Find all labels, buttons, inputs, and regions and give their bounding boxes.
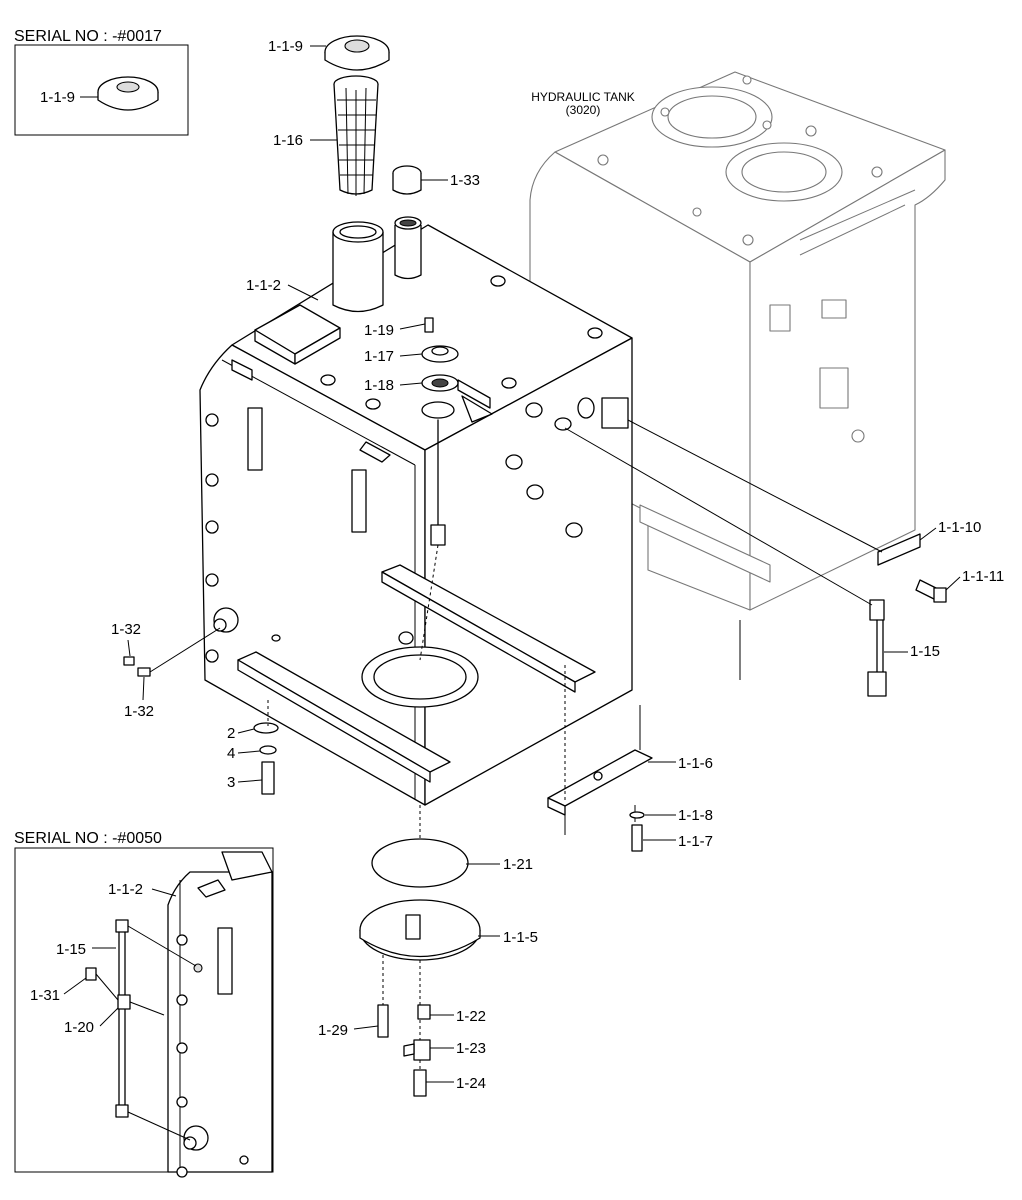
label-1-1-10: 1-1-10 bbox=[938, 519, 981, 536]
label-1-16: 1-16 bbox=[273, 132, 303, 149]
label-1-32-bottom: 1-32 bbox=[124, 703, 154, 720]
label-1-24: 1-24 bbox=[456, 1075, 486, 1092]
breather bbox=[392, 165, 422, 280]
inset-top: SERIAL NO : -#0017 1-1-9 bbox=[14, 28, 189, 136]
label-1-15: 1-15 bbox=[910, 643, 940, 660]
strainer bbox=[333, 75, 379, 196]
label-1-19: 1-19 bbox=[364, 322, 394, 339]
label-1-1-9: 1-1-9 bbox=[268, 38, 303, 55]
label-1-33: 1-33 bbox=[450, 172, 480, 189]
inset-bottom-label-1-15: 1-15 bbox=[56, 941, 86, 958]
side-fittings bbox=[554, 397, 947, 697]
label-1-1-6: 1-1-6 bbox=[678, 755, 713, 772]
label-3: 3 bbox=[227, 774, 235, 791]
label-1-32-top: 1-32 bbox=[111, 621, 141, 638]
label-1-23: 1-23 bbox=[456, 1040, 486, 1057]
label-1-1-5: 1-1-5 bbox=[503, 929, 538, 946]
gauge-fittings bbox=[421, 317, 459, 419]
label-2: 2 bbox=[227, 725, 235, 742]
inset-top-serial: SERIAL NO : -#0017 bbox=[14, 28, 162, 45]
part-callouts: 1-1-9 1-16 1-33 1-1-2 1-19 1-17 1-18 1-1… bbox=[111, 38, 1004, 1092]
bottom-parts bbox=[123, 544, 741, 1097]
inset-bottom: SERIAL NO : -#0050 1-1-2 1-15 1-31 1-20 bbox=[14, 830, 274, 1178]
hydraulic-tank-name: HYDRAULIC TANK bbox=[531, 90, 635, 104]
hydraulic-tank-outline bbox=[529, 71, 946, 611]
filler-cap bbox=[324, 35, 390, 71]
inset-bottom-label-1-1-2: 1-1-2 bbox=[108, 881, 143, 898]
label-1-21: 1-21 bbox=[503, 856, 533, 873]
label-1-1-7: 1-1-7 bbox=[678, 833, 713, 850]
label-1-17: 1-17 bbox=[364, 348, 394, 365]
filler-neck bbox=[332, 221, 384, 313]
inset-top-label: 1-1-9 bbox=[40, 89, 75, 106]
label-1-18: 1-18 bbox=[364, 377, 394, 394]
inset-bottom-label-1-20: 1-20 bbox=[64, 1019, 94, 1036]
label-4: 4 bbox=[227, 745, 235, 762]
inset-bottom-serial: SERIAL NO : -#0050 bbox=[14, 830, 162, 847]
label-1-1-8: 1-1-8 bbox=[678, 807, 713, 824]
label-1-22: 1-22 bbox=[456, 1008, 486, 1025]
label-1-1-11: 1-1-11 bbox=[962, 568, 1004, 585]
hydraulic-tank-code: (3020) bbox=[566, 103, 601, 117]
label-1-1-2: 1-1-2 bbox=[246, 277, 281, 294]
label-1-29: 1-29 bbox=[318, 1022, 348, 1039]
inset-bottom-label-1-31: 1-31 bbox=[30, 987, 60, 1004]
main-tank bbox=[199, 224, 633, 806]
